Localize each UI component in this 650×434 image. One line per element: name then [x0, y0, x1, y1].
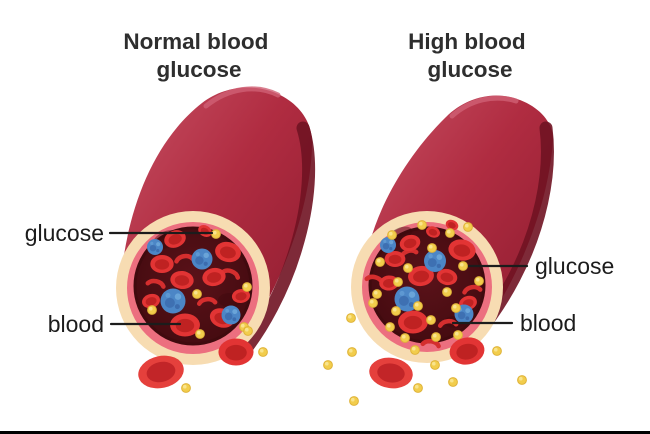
vessel-rim-highlight [203, 86, 281, 109]
high-panel-title: High blood glucose [408, 29, 532, 82]
glucose-dot-icon [426, 315, 436, 325]
glucose-dot-icon [258, 347, 268, 357]
white-blood-cell-icon [160, 288, 186, 314]
glucose-dot-icon [393, 277, 403, 287]
glucose-dot-icon [195, 329, 205, 339]
glucose-dot-icon [375, 257, 385, 267]
normal-vessel-panel: Normal blood glucose [25, 29, 316, 393]
glucose-dot-icon [451, 303, 461, 313]
white-blood-cell-icon [147, 239, 163, 255]
glucose-dot-icon [211, 229, 221, 239]
glucose-dot-icon [492, 346, 502, 356]
glucose-dot-icon [474, 276, 484, 286]
glucose-dot-icon [323, 360, 333, 370]
normal-panel-title: Normal blood glucose [123, 29, 274, 82]
glucose-dot-icon [192, 289, 202, 299]
glucose-dot-icon [430, 360, 440, 370]
glucose-dot-icon [242, 282, 252, 292]
blood-label: blood [520, 310, 576, 336]
red-blood-cell-icon [398, 310, 428, 334]
glucose-dot-icon [458, 261, 468, 271]
glucose-dot-icon [417, 220, 427, 230]
vessel-edge-shadow [233, 121, 316, 363]
glucose-label: glucose [25, 220, 104, 246]
vessel-rim-highlight [449, 95, 519, 119]
glucose-dot-icon [442, 287, 452, 297]
white-blood-cell-icon [191, 248, 213, 270]
glucose-dot-icon [385, 322, 395, 332]
glucose-dot-icon [243, 326, 253, 336]
glucose-dot-icon [445, 228, 455, 238]
glucose-dot-icon [147, 305, 157, 315]
white-blood-cell-icon [221, 305, 241, 325]
high-vessel-panel: High blood glucose [323, 29, 614, 406]
red-blood-cell-icon [150, 255, 174, 273]
red-blood-cell-icon [384, 251, 406, 267]
glucose-dot-icon [453, 330, 463, 340]
glucose-dot-icon [391, 306, 401, 316]
glucose-dot-icon [448, 377, 458, 387]
glucose-dot-icon [413, 383, 423, 393]
glucose-dot-icon [346, 313, 356, 323]
glucose-dot-icon [427, 243, 437, 253]
glucose-dot-icon [387, 230, 397, 240]
glucose-dot-icon [403, 263, 413, 273]
white-blood-cell-icon [424, 250, 446, 272]
glucose-dot-icon [347, 347, 357, 357]
glucose-dot-icon [368, 298, 378, 308]
glucose-dot-icon [181, 383, 191, 393]
glucose-dot-icon [463, 222, 473, 232]
glucose-dot-icon [372, 289, 382, 299]
glucose-dot-icon [349, 396, 359, 406]
glucose-dot-icon [410, 345, 420, 355]
blood-label: blood [48, 311, 104, 337]
glucose-dot-icon [431, 332, 441, 342]
glucose-dot-icon [413, 301, 423, 311]
glucose-dot-icon [517, 375, 527, 385]
glucose-dot-icon [400, 333, 410, 343]
glucose-label: glucose [535, 253, 614, 279]
red-blood-cell-icon [218, 338, 254, 366]
